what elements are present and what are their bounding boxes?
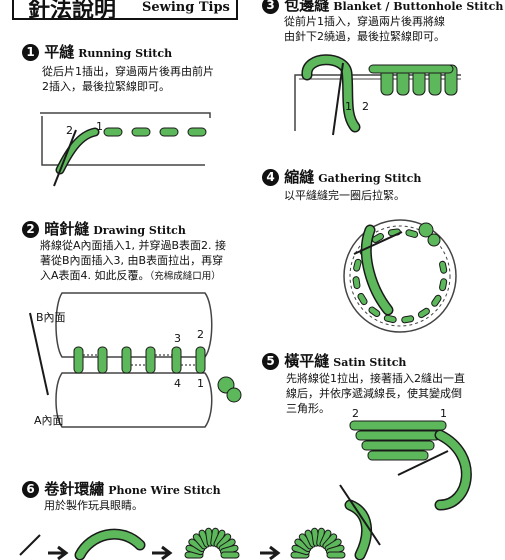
needle-icon [53, 129, 77, 187]
arrow-icon [260, 545, 281, 560]
section-3-desc: 從前片1插入，穿過兩片後再將線 由針下2繞過，最後拉緊線即可。 [284, 15, 445, 43]
section-4-desc: 以平縫縫完一圈后拉緊。 [284, 189, 405, 202]
drawing-label-2: 2 [197, 328, 204, 341]
blanket-label-2: 2 [362, 100, 369, 113]
step-number-6: 6 [22, 481, 39, 498]
wire-coil [184, 527, 240, 559]
running-stitch-illustration [40, 112, 211, 187]
gathering-stitch-dashes [352, 228, 448, 324]
blanket-stitch-loops [368, 64, 458, 96]
satin-stitch-illustration [349, 420, 472, 511]
gathering-stitch-illustration [343, 219, 457, 333]
phone-wire-stitch-illustration [19, 484, 381, 560]
section-5-title-zh: 橫平縫 [284, 352, 330, 370]
needle-icon [397, 450, 449, 476]
needle-icon [29, 312, 49, 396]
running-label-1: 1 [96, 120, 103, 133]
step-number-3: 3 [262, 0, 279, 14]
step-number-1: 1 [22, 44, 39, 61]
section-4-title-en: Gathering Stitch [318, 172, 422, 185]
needle-icon [353, 231, 403, 255]
section-1-desc: 從后片1插出，穿過兩片後再由前片 2插入，最後拉緊線即可。 [42, 65, 214, 93]
blanket-label-1: 1 [345, 100, 352, 113]
satin-label-1: 1 [440, 407, 447, 420]
section-3-title-en: Blanket / Buttonhole Stitch [333, 0, 504, 13]
section-6-desc: 用於製作玩具眼睛。 [44, 499, 143, 512]
step-number-5: 5 [262, 353, 279, 370]
section-5-title-en: Satin Stitch [333, 356, 407, 369]
section-2-title-en: Drawing Stitch [93, 224, 186, 237]
running-stitch-dashes [103, 127, 207, 137]
blanket-stitch-illustration [294, 54, 461, 136]
section-5-desc: 先將線從1拉出，接著插入2縫出一直 線后，并依序遞減線長，使其變成倒 三角形。 [286, 372, 465, 415]
drawing-label-b-inner: B內面 [36, 311, 66, 324]
section-2-desc: 將線從A內面插入1, 并穿過B表面2. 接 著從B內面插入3, 由B表面拉出，再… [40, 239, 227, 282]
drawing-stitch-threads [73, 346, 206, 374]
drawing-label-a-inner: A內面 [34, 414, 64, 427]
section-1-title-zh: 平縫 [44, 43, 75, 61]
needle-icon [339, 484, 381, 546]
section-4-title-zh: 縮縫 [284, 168, 315, 186]
section-6-title-en: Phone Wire Stitch [108, 484, 221, 497]
header-box: 針法說明 Sewing Tips [12, 0, 238, 23]
section-2-note: （充棉成縫口用） [149, 271, 221, 282]
arrow-icon [152, 545, 173, 560]
header-title-en: Sewing Tips [142, 0, 230, 15]
drawing-stitch-illustration [29, 292, 242, 428]
running-label-2: 2 [66, 124, 73, 137]
satin-stitch-bars [349, 420, 447, 461]
section-6-title-zh: 卷針環繡 [44, 480, 105, 498]
section-2-title-zh: 暗針縫 [44, 220, 90, 238]
drawing-label-3: 3 [174, 332, 181, 345]
drawing-label-4: 4 [174, 377, 181, 390]
drawing-label-1: 1 [197, 377, 204, 390]
satin-label-2: 2 [352, 407, 359, 420]
step-number-2: 2 [22, 221, 39, 238]
header-title-zh: 針法說明 [28, 0, 117, 23]
section-1-title-en: Running Stitch [78, 47, 173, 60]
arrow-icon [48, 545, 69, 560]
step-number-4: 4 [262, 169, 279, 186]
needle-icon [332, 62, 344, 136]
section-3-title-zh: 包邊縫 [284, 0, 330, 14]
